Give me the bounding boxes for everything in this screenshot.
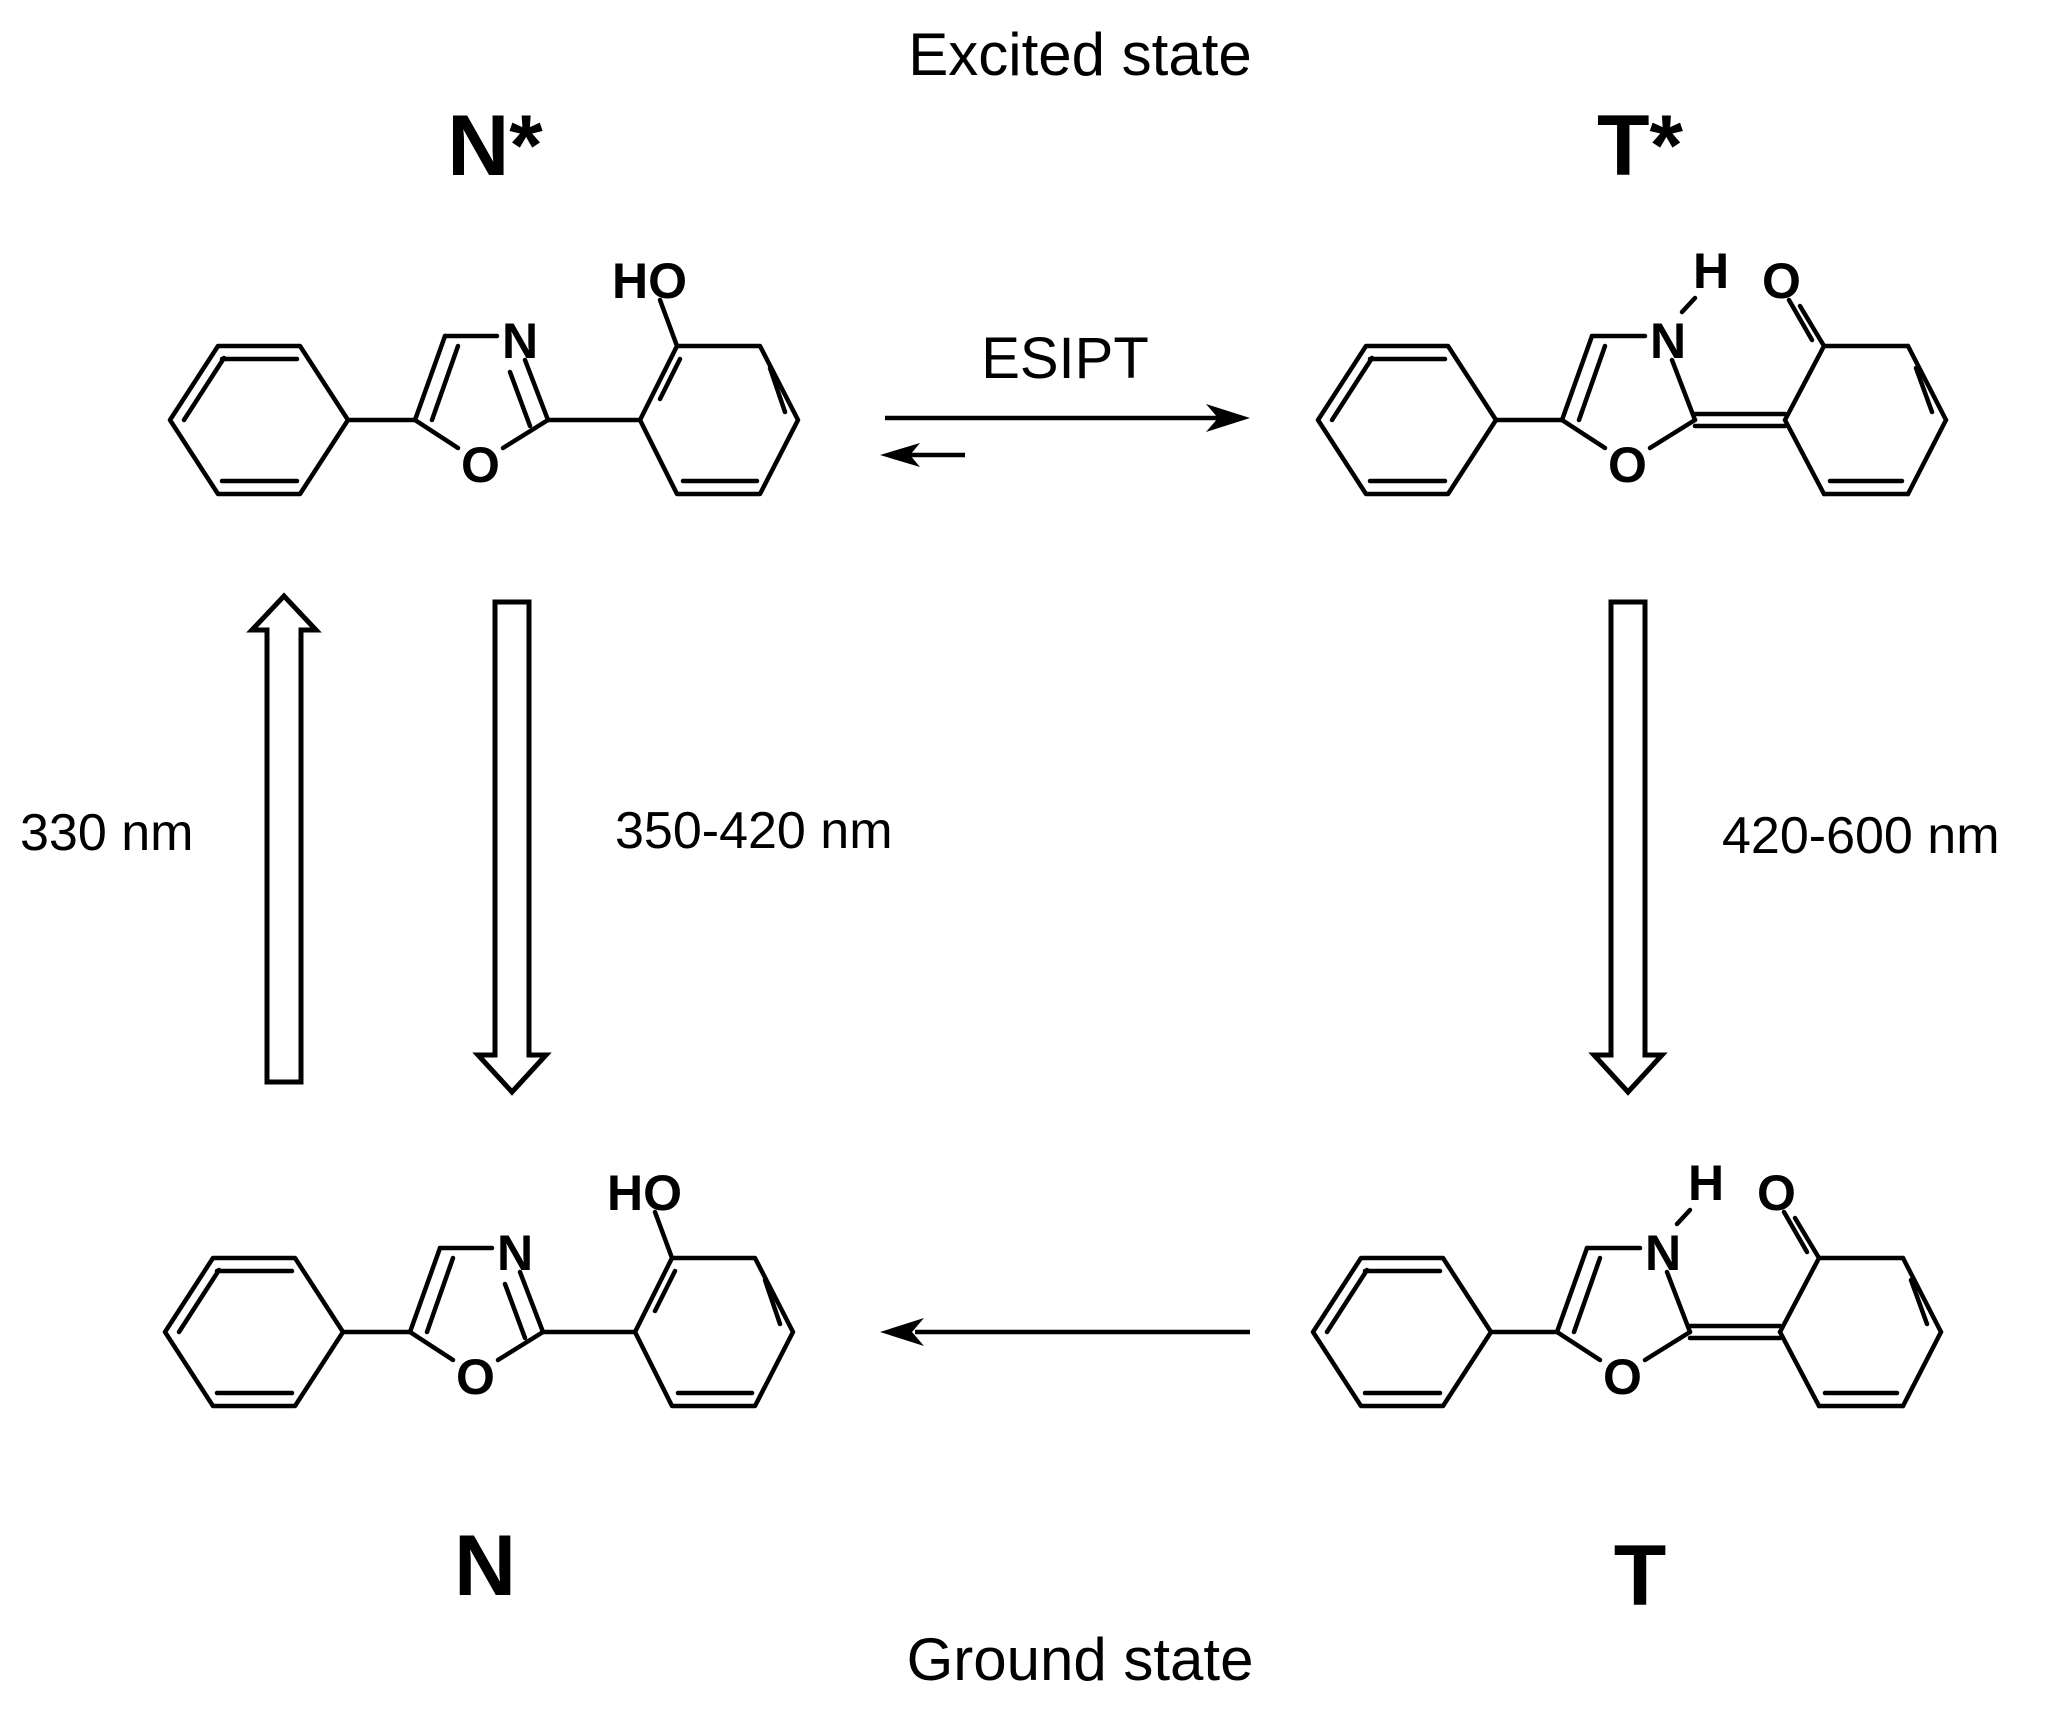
atom-n-n-star: N [502,313,538,369]
atom-n-n: N [497,1225,533,1281]
atom-h-t: H [1688,1155,1724,1211]
n-star-label: N* [447,98,543,194]
atom-o-n: O [456,1349,495,1405]
t-label: T [1614,1528,1667,1624]
normal-emission-label: 350-420 nm [615,802,893,860]
atom-o-carbonyl-t: O [1757,1165,1796,1221]
atom-h-t-star: H [1693,243,1729,299]
molecule-t-star: H O N O [1318,243,1946,494]
atom-n-t: N [1645,1225,1681,1281]
atom-o-t: O [1603,1349,1642,1405]
atom-n-t-star: N [1650,313,1686,369]
reverse-proton-transfer-arrow [880,1318,1250,1346]
atom-ho-n-star: HO [612,253,687,309]
molecule-n: HO N O [165,1165,793,1406]
t-star-label: T* [1597,98,1684,194]
tautomer-emission-label: 420-600 nm [1722,807,2000,865]
n-label: N [454,1518,516,1614]
atom-o-carbonyl-t-star: O [1762,253,1801,309]
atom-ho-n: HO [607,1165,682,1221]
esipt-label: ESIPT [981,326,1149,391]
absorption-label: 330 nm [20,804,193,862]
absorption-arrow: 330 nm [20,592,322,1085]
molecule-n-star: HO N O [170,253,798,494]
molecule-t: H O N O [1313,1155,1941,1406]
atom-o-n-star: O [461,437,500,493]
ground-state-label: Ground state [907,1626,1254,1693]
tautomer-emission-arrow: 420-600 nm [1588,599,2000,1096]
esipt-equilibrium-arrows: ESIPT [880,326,1250,467]
excited-state-label: Excited state [908,21,1252,88]
atom-o-t-star: O [1608,437,1647,493]
normal-emission-arrow: 350-420 nm [472,599,893,1096]
